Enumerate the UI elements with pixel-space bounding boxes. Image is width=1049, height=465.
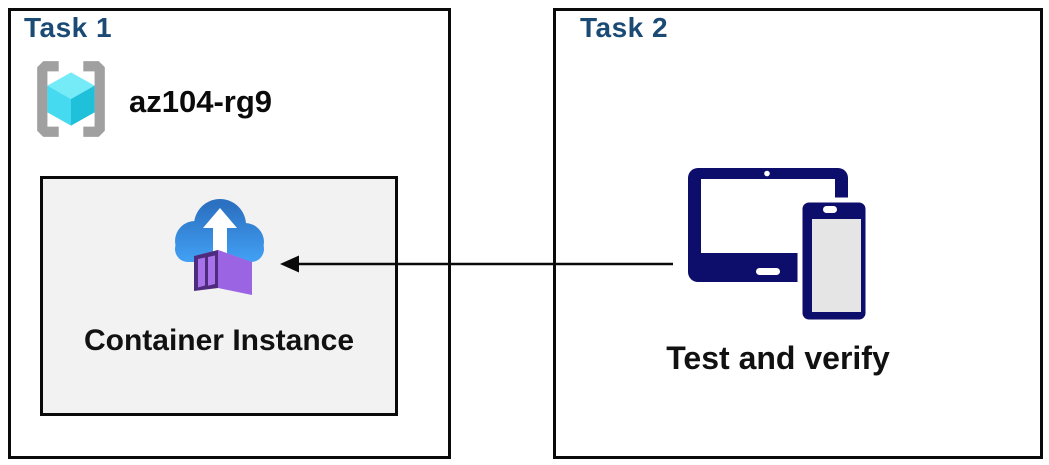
connection-arrow [280,255,673,273]
tablet-home-button [756,268,780,275]
test-and-verify-label: Test and verify [666,340,890,376]
resource-group-icon [37,61,105,137]
arrowhead-left [280,255,299,273]
devices-icon [688,168,871,325]
upload-arrow [203,208,237,256]
container-instance-label: Container Instance [83,324,355,357]
phone-speaker [823,206,837,213]
task2-title: Task 2 [580,12,669,43]
phone-shape [797,197,871,325]
tablet-camera-dot [764,170,770,177]
phone-screen [812,219,861,312]
container-box-shape [194,250,252,295]
task1-title: Task 1 [24,12,113,43]
container-instance-icon [175,199,264,295]
resource-group-name: az104-rg9 [129,84,273,119]
